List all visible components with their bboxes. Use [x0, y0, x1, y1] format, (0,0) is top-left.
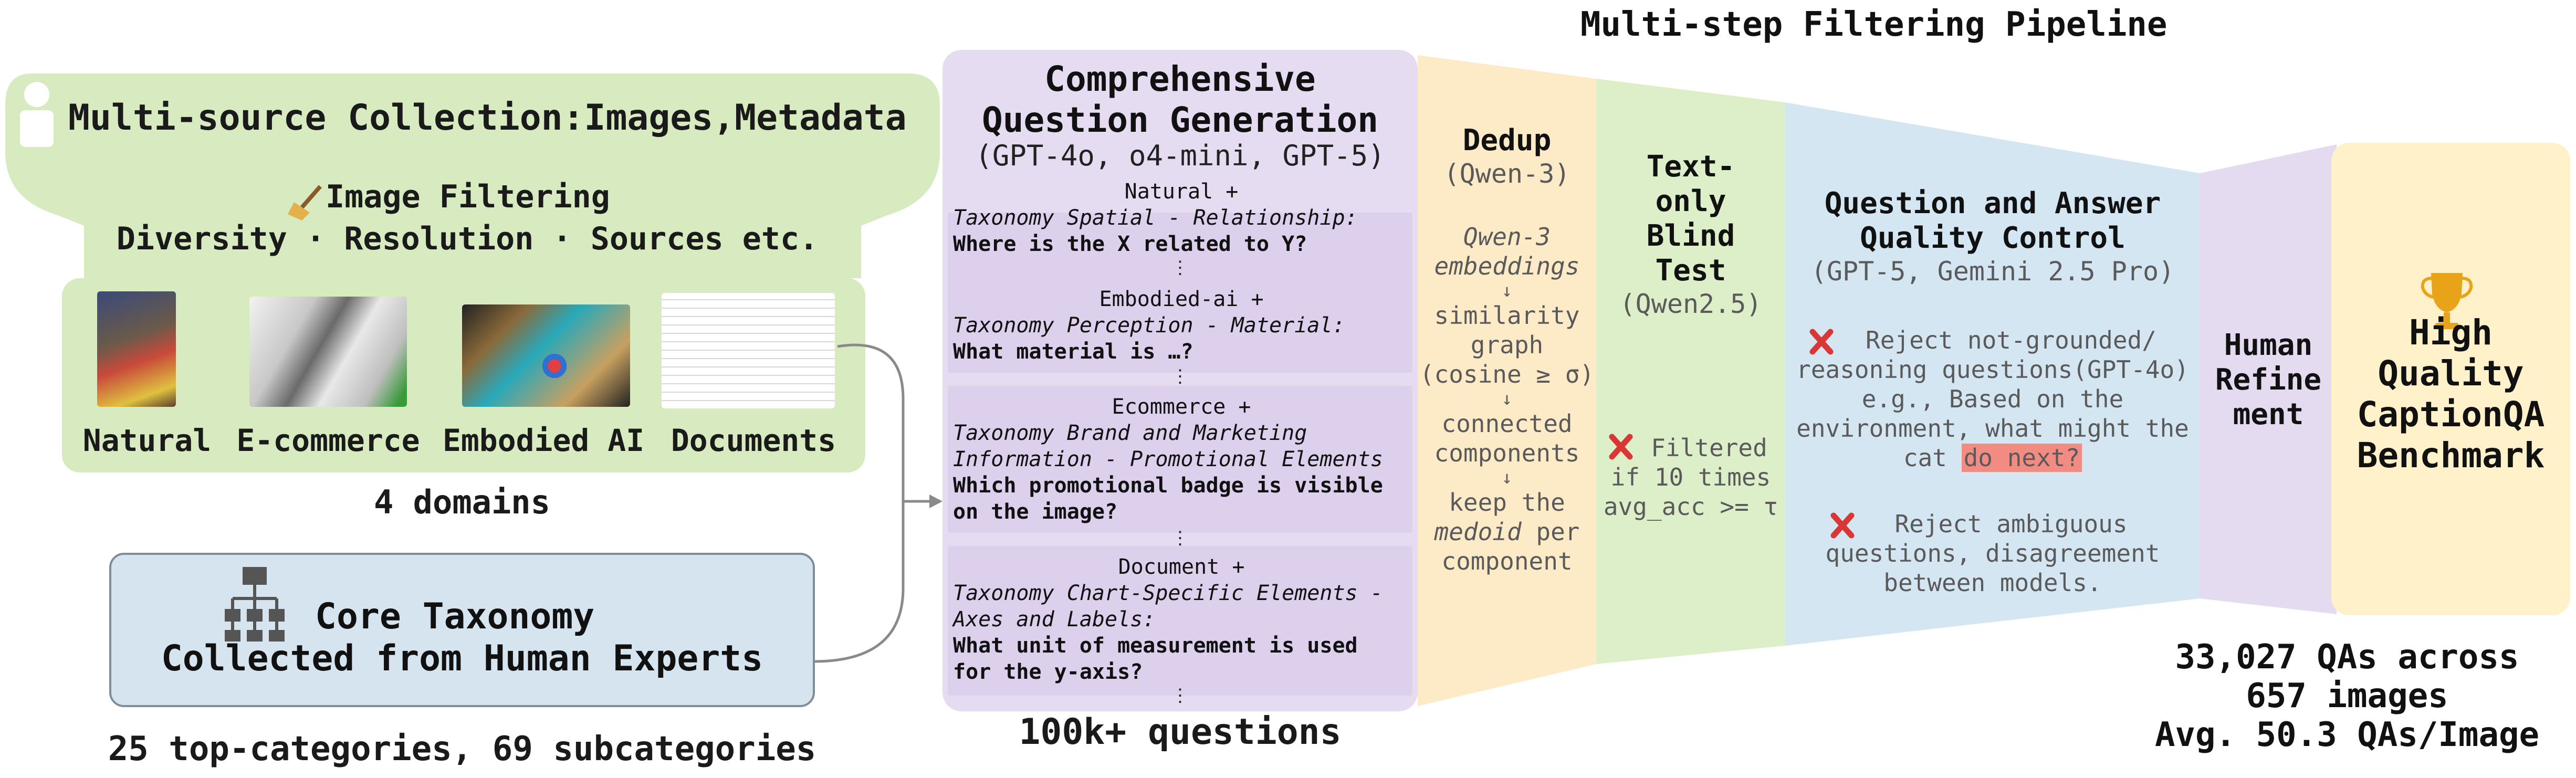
pipeline-title: Multi-step Filtering Pipeline — [1580, 5, 2167, 44]
question-generation-title: Comprehensive Question Generation — [982, 59, 1378, 140]
final-stats: 33,027 QAs across 657 images Avg. 50.3 Q… — [2154, 638, 2540, 754]
domain-label-ecommerce: E-commerce — [236, 423, 420, 458]
reject-icon-2 — [1830, 512, 1855, 539]
filter-icon — [1609, 434, 1633, 460]
separator-dots-4: ⋮ — [1171, 685, 1189, 706]
qa-control-stage: Question and Answer Quality Control (GPT… — [1810, 186, 2175, 287]
documents-image-thumb — [662, 293, 835, 408]
final-benchmark: High Quality CaptionQA Benchmark — [2357, 312, 2545, 476]
question-block-3 — [948, 386, 1412, 533]
connector-arrowhead — [929, 495, 943, 508]
embodied-image-thumb — [462, 304, 630, 407]
dedup-stage: Dedup (Qwen-3) Qwen-3 embeddings ↓ simil… — [1418, 123, 1596, 576]
blind-test-rule: Filtered if 10 times avg_acc >= τ — [1603, 434, 1778, 521]
trophy-icon — [2421, 273, 2473, 329]
question-example-3: Ecommerce + Taxonomy Brand and Marketing… — [953, 395, 1383, 524]
reject-rule-1: Reject not-grounded/ reasoning questions… — [1796, 326, 2189, 472]
dedup-title: Dedup — [1462, 123, 1552, 157]
collection-panel — [5, 73, 940, 278]
collection-title: Multi-source Collection:Images,Metadata — [68, 97, 907, 139]
domains-caption: 4 domains — [374, 483, 550, 521]
blind-test-segment — [1596, 79, 1785, 664]
taxonomy-caption: 25 top-categories, 69 subcategories — [108, 730, 816, 769]
connector-domains — [837, 343, 905, 501]
domain-label-embodied: Embodied AI — [442, 423, 645, 458]
question-block-1 — [948, 213, 1412, 299]
questions-caption: 100k+ questions — [1019, 711, 1342, 753]
separator-dots-2: ⋮ — [1171, 366, 1189, 387]
taxonomy-subtitle: Collected from Human Experts — [161, 638, 763, 679]
domain-label-documents: Documents — [671, 423, 836, 458]
reject-icon-1 — [1809, 329, 1834, 355]
highlighted-phrase: do next? — [1961, 444, 2082, 472]
hierarchy-icon — [225, 567, 285, 642]
question-generation-models: (GPT-4o, o4-mini, GPT-5) — [975, 139, 1385, 172]
person-icon — [20, 82, 54, 147]
connector-taxonomy — [813, 501, 905, 663]
qa-control-segment — [1785, 102, 2200, 646]
taxonomy-box — [109, 553, 815, 707]
ecommerce-image-thumb — [249, 297, 407, 407]
human-segment — [2200, 144, 2337, 614]
question-example-1: Natural + Taxonomy Spatial - Relationshi… — [953, 180, 1358, 256]
domain-label-natural: Natural — [82, 423, 212, 458]
blind-test-stage: Text- only Blind Test (Qwen2.5) — [1619, 150, 1762, 319]
separator-dots-1: ⋮ — [1171, 257, 1189, 278]
broom-icon — [288, 185, 322, 220]
dedup-segment — [1418, 55, 1596, 706]
question-example-4: Document + Taxonomy Chart-Specific Eleme… — [953, 555, 1383, 684]
human-refinement-stage: Human Refine ment — [2215, 328, 2322, 432]
question-block-2 — [948, 283, 1412, 373]
question-block-4 — [948, 546, 1412, 696]
dedup-model: (Qwen-3) — [1443, 159, 1570, 189]
separator-dots-3: ⋮ — [1171, 528, 1189, 549]
image-filtering-criteria: Diversity · Resolution · Sources etc. — [116, 220, 819, 257]
natural-image-thumb — [97, 291, 176, 407]
image-filtering-title: Image Filtering — [326, 178, 610, 215]
taxonomy-title: Core Taxonomy — [315, 596, 595, 637]
final-box — [2331, 143, 2570, 615]
reject-rule-2: Reject ambiguous questions, disagreement… — [1825, 510, 2160, 597]
question-example-2: Embodied-ai + Taxonomy Perception - Mate… — [953, 287, 1345, 364]
